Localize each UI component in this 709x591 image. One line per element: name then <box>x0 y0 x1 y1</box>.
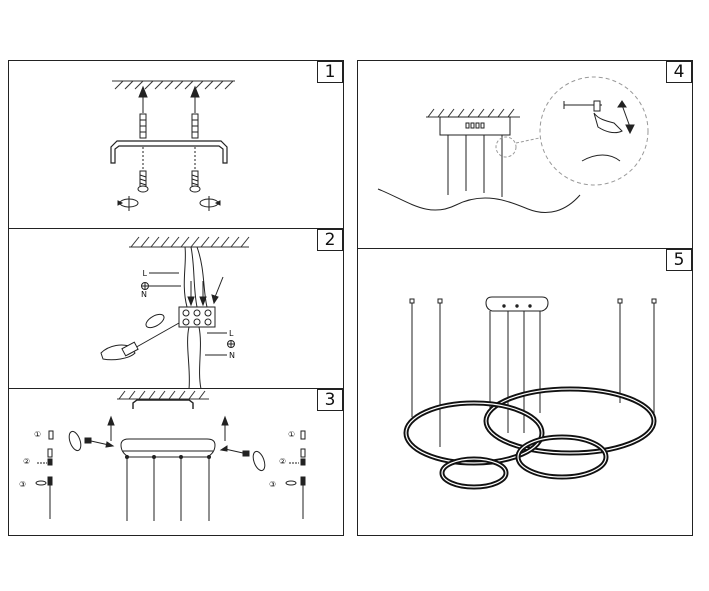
part-1-label: ① <box>34 430 41 439</box>
ring-outline <box>377 188 581 213</box>
ceiling-hatch <box>426 108 520 118</box>
live-label-lamp: L <box>229 329 234 338</box>
part-2-icon-right <box>289 448 306 466</box>
canopy <box>120 438 216 458</box>
part-3-label: ③ <box>19 480 26 489</box>
step-3-illustration: ① ② ③ ① ② ③ <box>19 390 306 521</box>
neutral-label-lamp: N <box>229 351 235 360</box>
part-3-icon-right <box>285 476 306 519</box>
detail-callout <box>539 76 649 186</box>
step-number: 3 <box>317 389 343 411</box>
up-arrows <box>138 85 200 113</box>
step-number: 2 <box>317 229 343 251</box>
part-2-icon <box>37 448 53 466</box>
lamp-wires <box>187 326 227 390</box>
canopy <box>485 296 549 312</box>
hand-adjust-detail <box>563 100 635 162</box>
step-3-panel: 3 <box>8 388 344 536</box>
terminal-block <box>178 306 216 328</box>
detail-focus-circle <box>495 136 517 158</box>
step-number: 5 <box>666 249 692 271</box>
canopy-up-arrows <box>107 415 229 441</box>
insert-arrows <box>187 276 224 307</box>
part-1-icon <box>48 430 54 440</box>
neutral-label: N <box>141 290 147 299</box>
step-1-panel: 1 <box>8 60 344 230</box>
live-label: L <box>143 269 148 278</box>
side-screws <box>84 437 250 457</box>
mains-wires <box>149 246 208 308</box>
part-3-label-right: ③ <box>269 480 276 489</box>
suspension-cables <box>409 298 657 447</box>
part-1-label-right: ① <box>288 430 295 439</box>
step-4-illustration <box>377 76 649 213</box>
step-number: 1 <box>317 61 343 83</box>
step-5-illustration <box>403 296 657 490</box>
part-1-icon-right <box>300 430 306 440</box>
part-2-label-right: ② <box>279 457 286 466</box>
suspension-cables <box>447 135 503 197</box>
rotate-arrows <box>68 430 266 472</box>
step-4-panel: 4 <box>357 60 693 250</box>
detail-leader <box>515 136 545 144</box>
mounting-bracket <box>110 140 228 164</box>
part-3-icon <box>35 476 53 519</box>
step-number: 4 <box>666 61 692 83</box>
step-1-illustration <box>110 80 235 211</box>
wall-anchors <box>139 113 199 139</box>
step-2-panel: 2 L N <box>8 228 344 390</box>
earth-symbol <box>141 282 149 290</box>
suspension-cables <box>125 455 211 521</box>
rotate-arrow <box>145 313 165 329</box>
ceiling-hatch <box>129 236 250 248</box>
bracket <box>132 399 194 409</box>
rotate-arrows <box>117 196 221 211</box>
earth-symbol-lamp <box>227 340 235 348</box>
canopy <box>439 116 511 136</box>
step-5-panel: 5 <box>357 248 693 536</box>
light-rings <box>403 386 657 490</box>
screws <box>137 147 201 193</box>
part-2-label: ② <box>23 457 30 466</box>
step-2-illustration: L N L N <box>100 236 250 390</box>
ceiling-hatch <box>112 80 235 90</box>
ceiling-hatch <box>117 390 209 400</box>
screwdriver <box>100 322 180 361</box>
